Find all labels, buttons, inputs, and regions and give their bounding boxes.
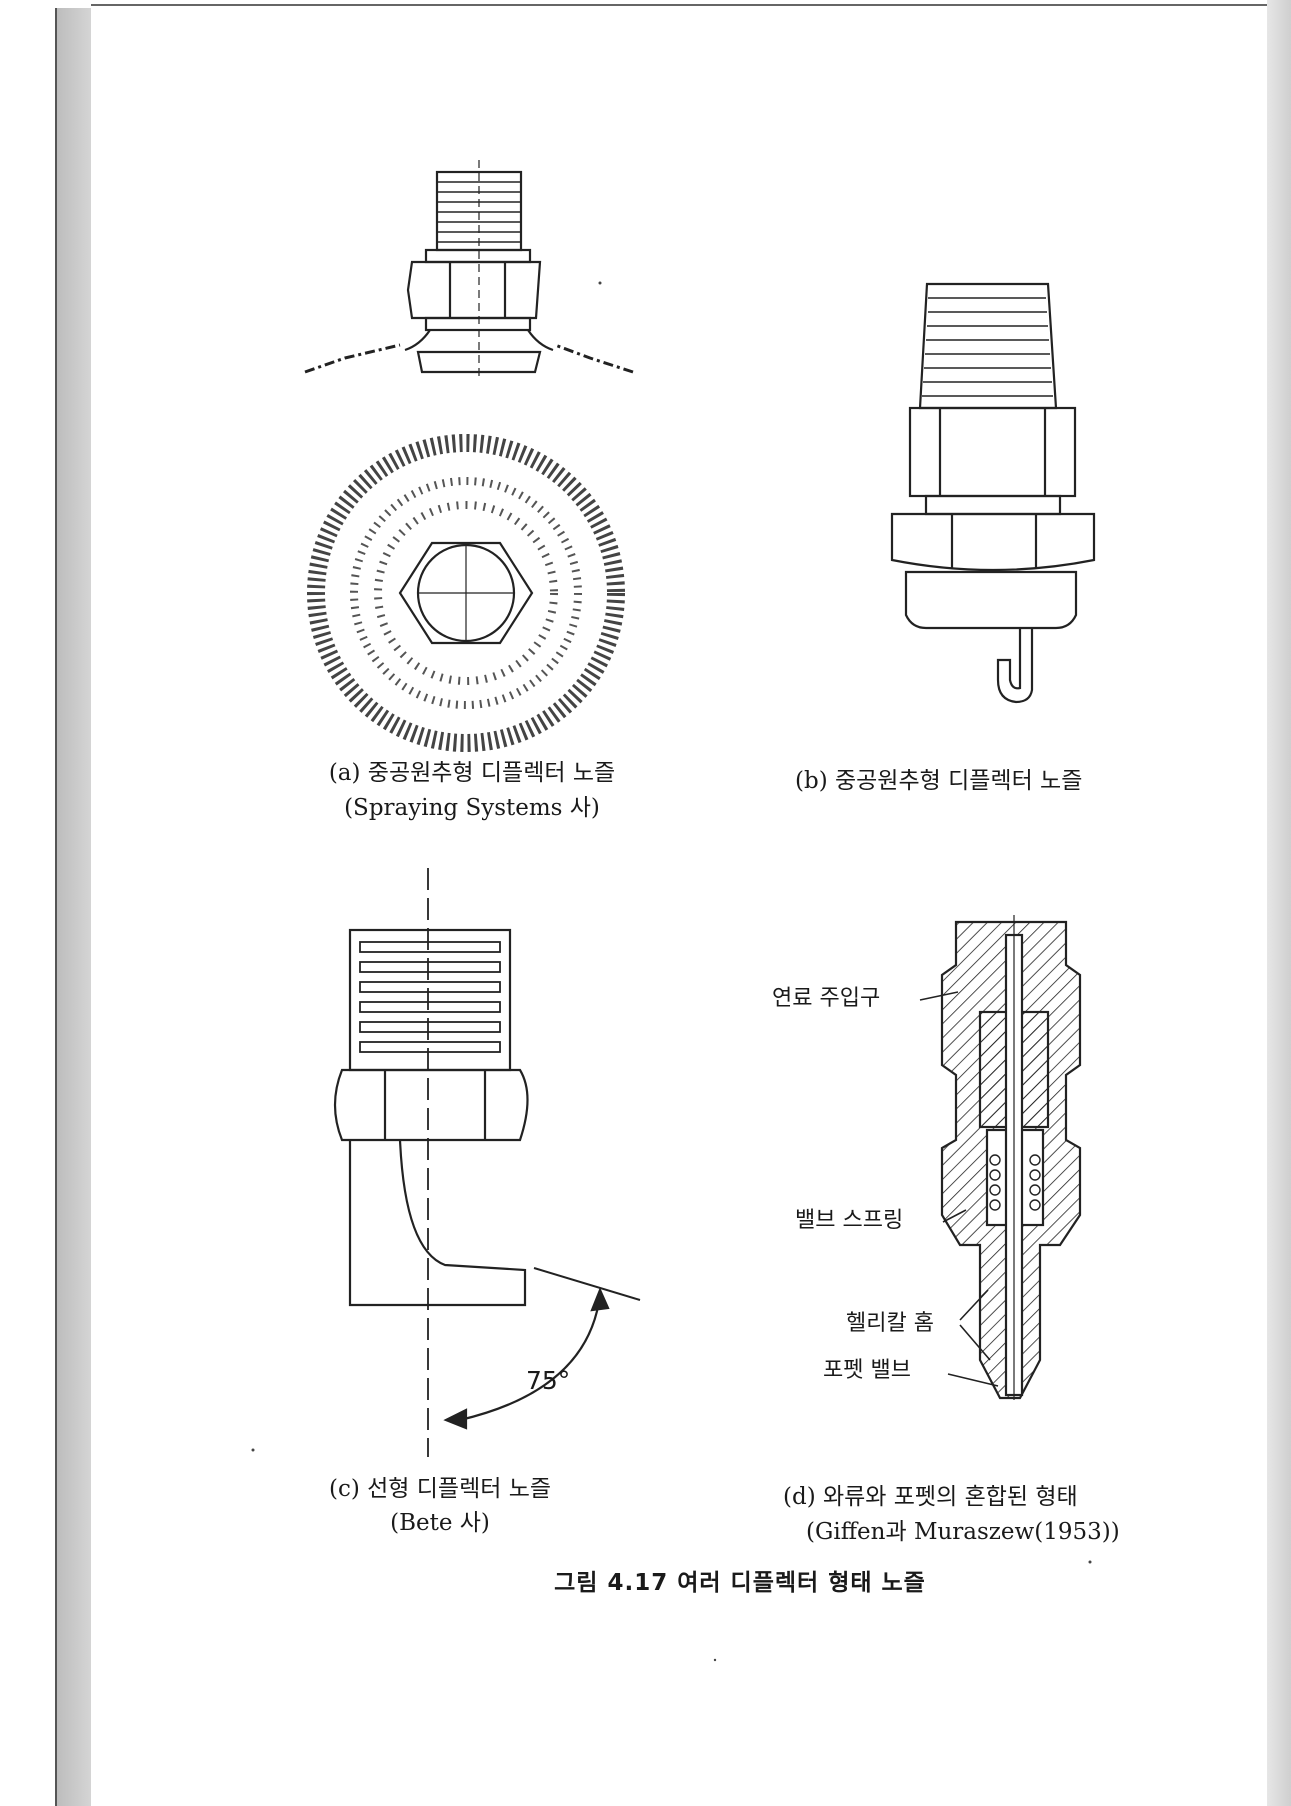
nozzle-a-side-drawing — [304, 160, 634, 380]
angle-label: 75° — [526, 1366, 571, 1395]
injector-d-drawing — [940, 915, 1082, 1400]
label-valve-spring: 밸브 스프링 — [795, 1208, 904, 1233]
nozzle-b-drawing — [890, 282, 1096, 704]
label-poppet-valve: 포펫 밸브 — [823, 1358, 911, 1383]
figure-title: 그림 4.17 여러 디플렉터 형태 노즐 — [554, 1570, 926, 1596]
figure-a-source: (Spraying Systems 사) — [344, 795, 600, 821]
nozzle-c-drawing — [333, 868, 641, 1457]
figure-a-caption: (a) 중공원추형 디플렉터 노즐 — [328, 760, 616, 786]
page-right-shadow — [1267, 0, 1291, 1806]
scan-specks — [251, 281, 1092, 1662]
label-fuel-inlet: 연료 주입구 — [772, 986, 881, 1011]
figure-c-caption: (c) 선형 디플렉터 노즐 — [328, 1476, 552, 1502]
figure-d-caption: (d) 와류와 포펫의 혼합된 형태 — [783, 1484, 1078, 1510]
figure-d-source: (Giffen과 Muraszew(1953)) — [806, 1519, 1120, 1545]
book-page — [91, 4, 1269, 1806]
book-spine-edge — [55, 8, 93, 1806]
label-helical-groove: 헬리칼 홈 — [846, 1311, 934, 1336]
nozzle-a-spray-pattern — [307, 434, 625, 752]
injector-d-leader-lines — [919, 991, 999, 1387]
figure-b-caption: (b) 중공원추형 디플렉터 노즐 — [795, 768, 1083, 794]
figure-c-source: (Bete 사) — [390, 1510, 490, 1536]
